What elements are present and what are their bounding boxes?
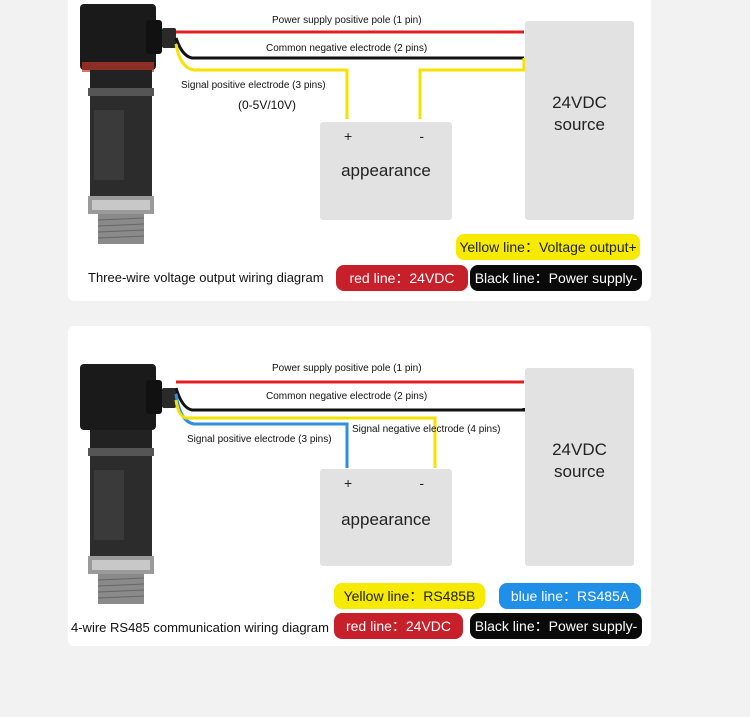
signal-negative-label: Signal negative electrode (4 pins): [352, 424, 501, 435]
rs485-caption: 4-wire RS485 communication wiring diagra…: [71, 620, 329, 635]
source-box: 24VDC source: [525, 21, 634, 220]
legend-yellow-line: Yellow line：RS485B: [334, 583, 485, 609]
three-wire-diagram-panel: Power supply positive pole (1 pin) Commo…: [68, 0, 651, 301]
legend-red-line: red line：24VDC: [334, 613, 463, 639]
common-negative-label: Common negative electrode (2 pins): [266, 391, 428, 402]
signal-positive-label: Signal positive electrode (3 pins): [187, 434, 332, 445]
power-positive-pole-label: Power supply positive pole (1 pin): [272, 15, 422, 26]
source-voltage-label: 24VDC: [552, 93, 607, 112]
appearance-box: + - appearance: [320, 122, 452, 220]
rs485-wiring-svg: [80, 364, 526, 604]
source-box: 24VDC source: [525, 368, 634, 566]
pressure-sensor-image: [80, 4, 176, 244]
appearance-title: appearance: [341, 161, 431, 180]
appearance-box: + - appearance: [320, 469, 452, 566]
power-positive-pole-label: Power supply positive pole (1 pin): [272, 363, 422, 374]
legend-black-line: Black line：Power supply-: [470, 265, 642, 291]
legend-black-line: Black line：Power supply-: [470, 613, 642, 639]
common-negative-label: Common negative electrode (2 pins): [266, 43, 428, 54]
appearance-minus-terminal: -: [419, 475, 424, 491]
legend-yellow-line: Yellow line：Voltage output+: [456, 234, 640, 260]
appearance-minus-terminal: -: [419, 128, 424, 144]
voltage-range-label: (0-5V/10V): [238, 98, 297, 112]
signal-positive-label: Signal positive electrode (3 pins): [181, 80, 326, 91]
three-wire-wiring-svg: [80, 4, 526, 244]
source-title: source: [553, 462, 606, 481]
appearance-plus-terminal: +: [344, 475, 353, 491]
legend-red-line: red line：24VDC: [336, 265, 468, 291]
appearance-title: appearance: [341, 510, 431, 529]
appearance-plus-terminal: +: [344, 128, 353, 144]
legend-blue-line: blue line：RS485A: [499, 583, 641, 609]
three-wire-caption: Three-wire voltage output wiring diagram: [88, 270, 324, 285]
pressure-sensor-image: [80, 364, 176, 604]
rs485-diagram-panel: Power supply positive pole (1 pin) Commo…: [68, 326, 651, 646]
source-title: source: [553, 115, 606, 134]
source-voltage-label: 24VDC: [552, 440, 607, 459]
